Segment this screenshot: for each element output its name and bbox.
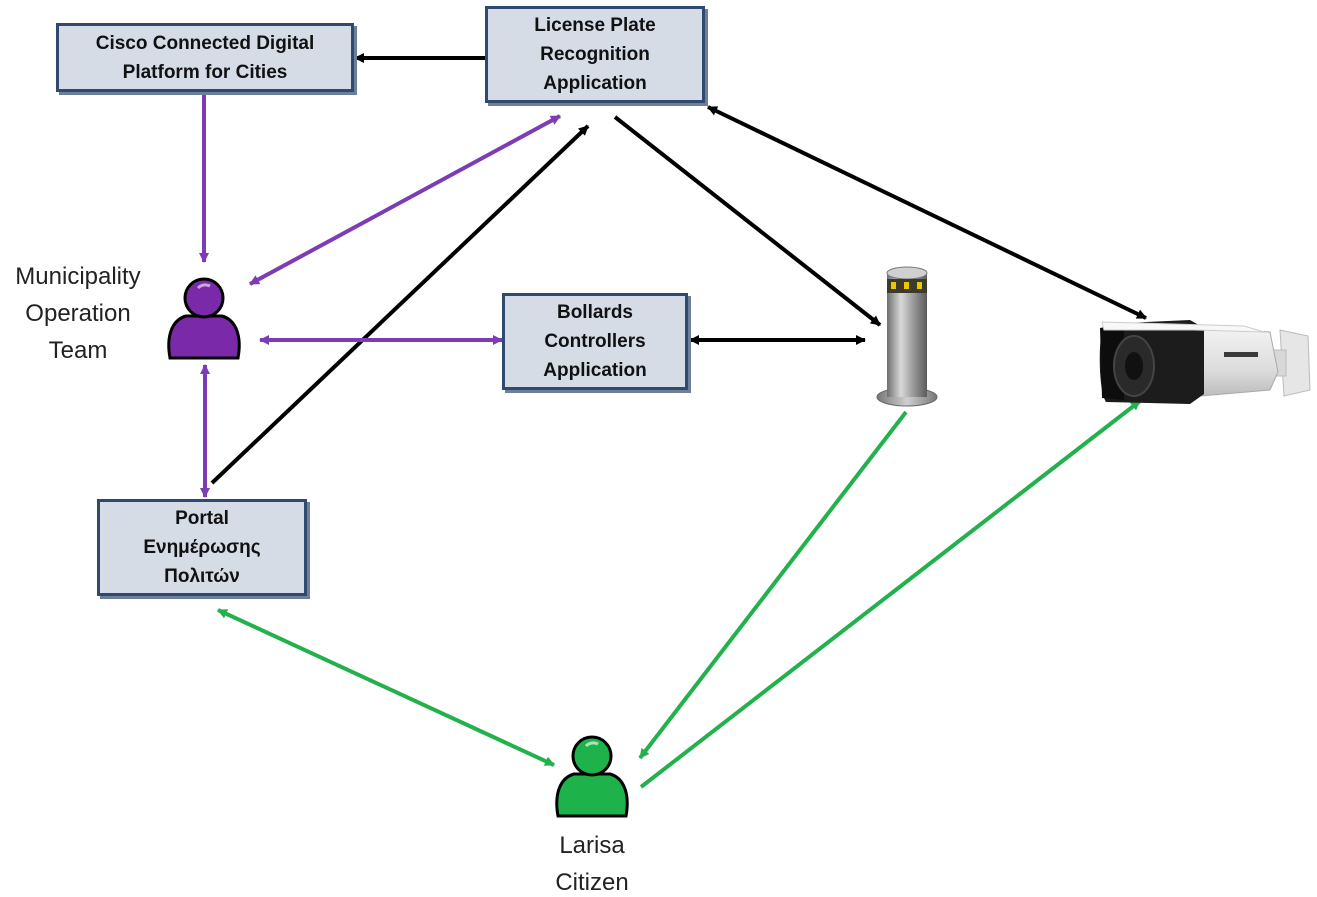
cisco-platform-line-2: Platform for Cities [122, 61, 288, 83]
arrow-lpr-to-bollard [613, 115, 882, 327]
portal-line-3: Πολιτών [164, 566, 240, 587]
citizen-line-1: Larisa [559, 832, 625, 859]
arrow-bollard-to-citizen [638, 410, 908, 760]
citizen-line-2: Citizen [555, 869, 629, 896]
citizen-label: Larisa Citizen [532, 827, 652, 897]
operation-team-user-icon [167, 277, 241, 360]
arrow-citizen-to-camera [639, 399, 1142, 789]
arrow-team-lpr [249, 114, 561, 286]
bollards-line-1: Bollards [556, 302, 634, 323]
bollards-line-3: Application [543, 360, 647, 381]
portal-line-2: Ενημέρωσης [143, 537, 261, 558]
citizen-user-icon [555, 735, 629, 818]
bollards-controllers-box: Bollards Controllers Application [502, 293, 688, 390]
operation-team-label: Municipality Operation Team [0, 258, 158, 369]
lpr-line-3: Application [543, 73, 647, 94]
bollard-icon [876, 266, 938, 407]
operation-team-line-1: Municipality [15, 263, 141, 290]
security-camera-icon [1099, 320, 1311, 404]
arrow-lpr-camera [707, 105, 1147, 320]
lpr-line-2: Recognition [540, 44, 650, 65]
cisco-platform-box: Cisco Connected Digital Platform for Cit… [56, 23, 354, 92]
portal-box: Portal Ενημέρωσης Πολιτών [97, 499, 307, 596]
lpr-application-box: License Plate Recognition Application [485, 6, 705, 103]
operation-team-line-3: Team [48, 337, 108, 364]
operation-team-line-2: Operation [25, 300, 131, 327]
cisco-platform-line-1: Cisco Connected Digital [95, 32, 315, 54]
arrow-portal-citizen [217, 608, 555, 767]
lpr-line-1: License Plate [534, 15, 656, 36]
bollards-line-2: Controllers [544, 331, 646, 352]
portal-line-1: Portal [175, 508, 229, 529]
